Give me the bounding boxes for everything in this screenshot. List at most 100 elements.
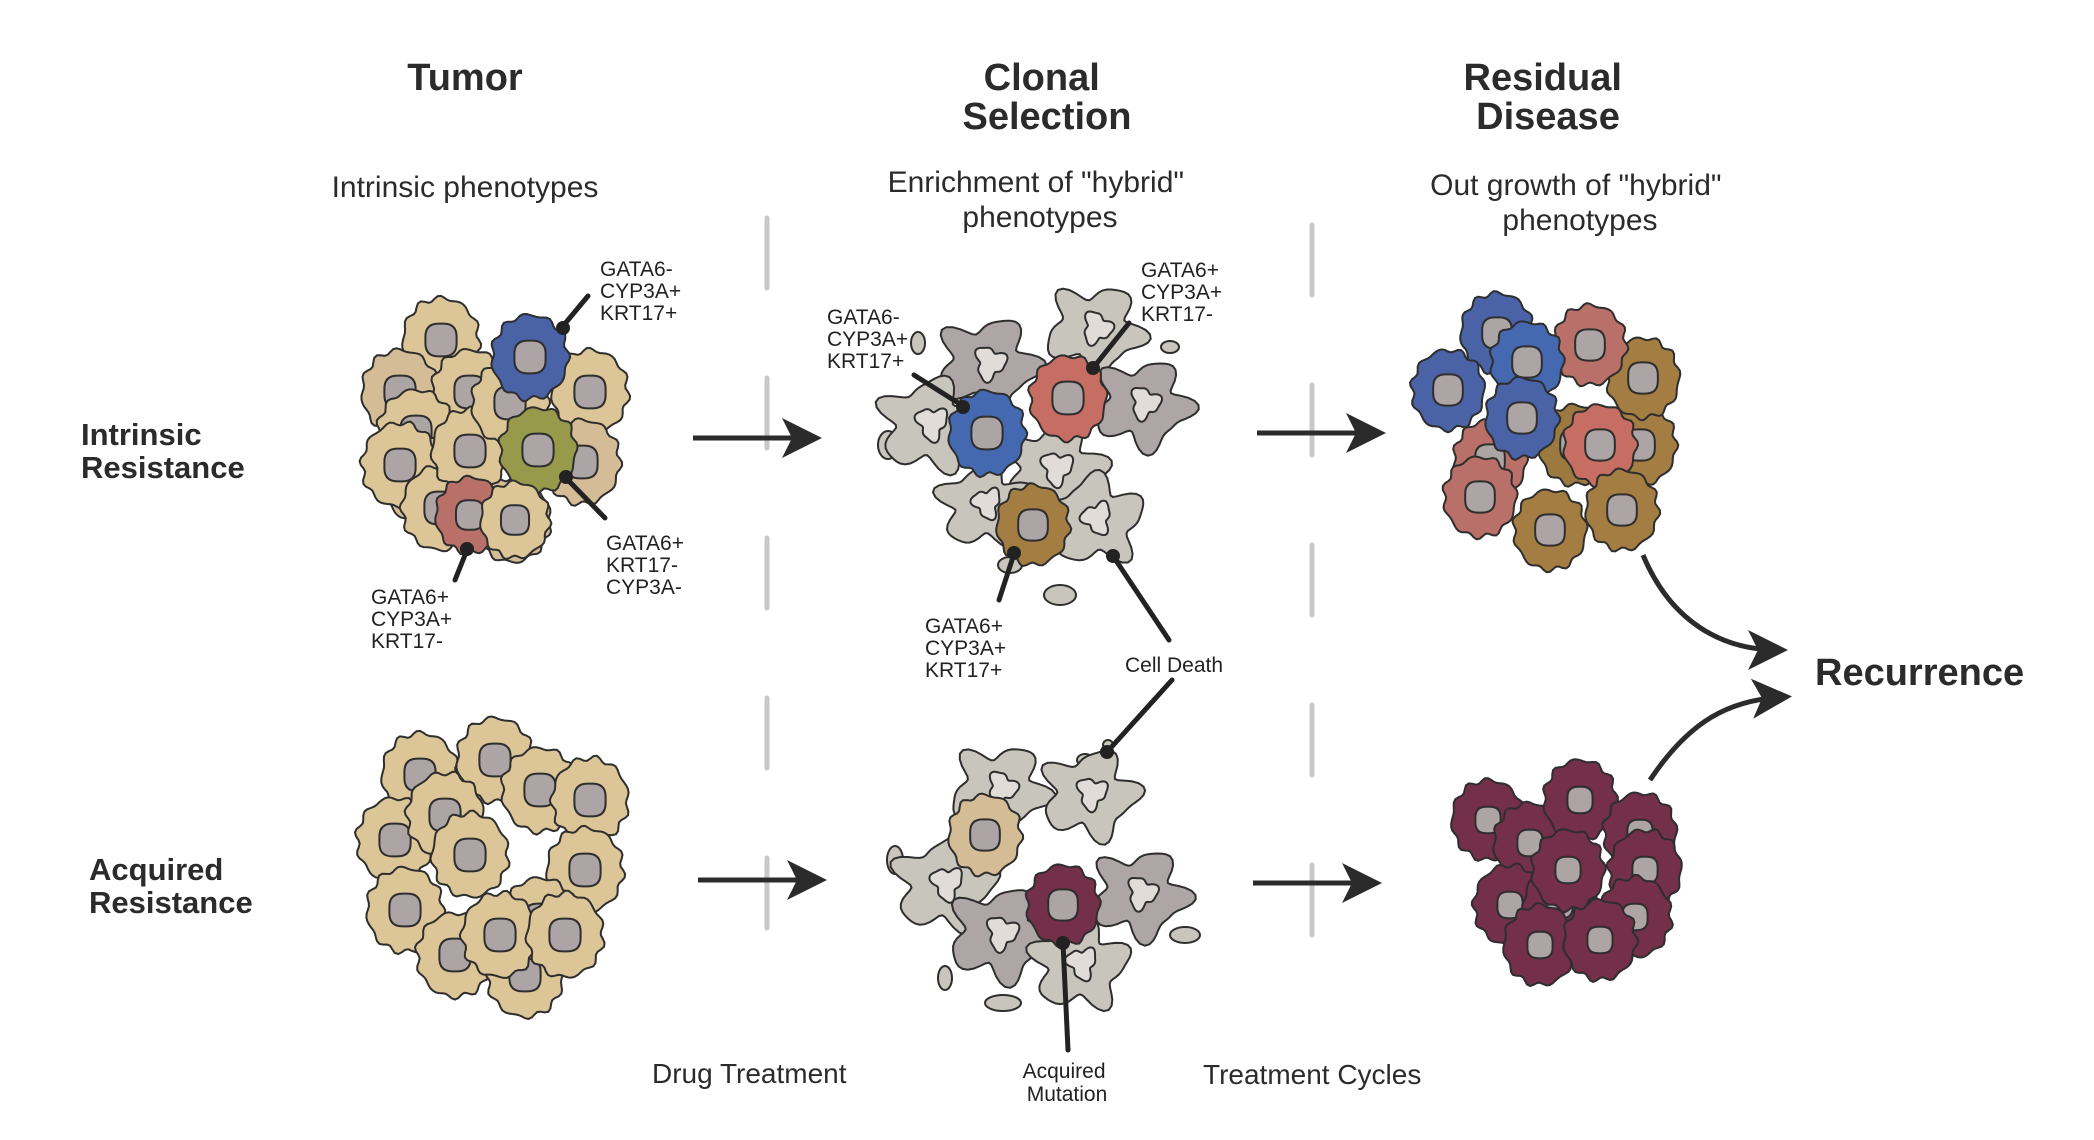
phenotype-label-tumor-red: GATA6+ CYP3A+ KRT17-	[371, 586, 458, 653]
recurrence-label: Recurrence	[1815, 652, 2024, 694]
column-title-clonal-selection: Clonal Selection	[963, 57, 1132, 138]
leader-clonal-blue	[911, 372, 966, 409]
dead-cell-remnant	[1083, 310, 1116, 347]
phenotype-label-tumor-olive: GATA6+ KRT17- CYP3A-	[606, 532, 690, 599]
treatment-cycles-label: Treatment Cycles	[1203, 1059, 1421, 1090]
dead-cell-remnant	[1127, 877, 1161, 913]
phenotype-label-clonal-blue: GATA6- CYP3A+ KRT17+	[827, 306, 914, 373]
tan-cell-nucleus	[573, 374, 607, 410]
maroon-cell-nucleus	[1496, 890, 1524, 920]
tan-cell-nucleus	[568, 852, 602, 888]
phenotype-label-tumor-blue: GATA6- CYP3A+ KRT17+	[600, 258, 687, 325]
dead-cell-remnant	[985, 916, 1021, 954]
dead-cell-remnant	[974, 346, 1009, 384]
coral-cell	[1562, 403, 1640, 488]
dead-cell-remnant	[913, 407, 949, 444]
leader-cell-death-upper	[1110, 553, 1172, 643]
coral-cell	[1027, 354, 1109, 444]
blue-cell-nucleus	[1506, 401, 1538, 435]
tan-cell-nucleus	[383, 447, 417, 483]
leader-cell-death-lower	[1104, 677, 1175, 755]
tan-cell	[429, 809, 511, 899]
coral-cell-nucleus	[1051, 380, 1085, 416]
tumor-cluster-intrinsic	[358, 294, 632, 564]
maroon-cell	[1562, 897, 1640, 983]
leader-clonal-gold	[996, 551, 1017, 603]
tan-cell-nucleus	[483, 917, 517, 953]
dead-cell	[1025, 915, 1133, 1013]
debris	[1169, 926, 1201, 944]
tan-cell-nucleus	[378, 822, 412, 858]
dead-cell-remnant	[928, 867, 963, 904]
debris	[937, 965, 953, 991]
maroon-cell	[1502, 902, 1580, 988]
tan-cell-nucleus	[969, 818, 1001, 852]
tan-cell-nucleus	[388, 892, 422, 928]
dead-cell	[1093, 852, 1197, 947]
dead-cell-remnant	[1039, 452, 1075, 490]
blue-cell	[1408, 348, 1487, 434]
cell-death-label: Cell Death	[1125, 654, 1223, 677]
debris	[910, 331, 926, 355]
maroon-cell	[1024, 863, 1102, 949]
gold-cell-nucleus	[1627, 361, 1659, 395]
dead-cell	[1047, 287, 1152, 382]
dead-cell-remnant	[1078, 499, 1111, 537]
row-label-intrinsic-resistance: Intrinsic Resistance	[81, 417, 245, 485]
dead-cell	[1040, 749, 1147, 846]
maroon-cell-nucleus	[1566, 785, 1594, 815]
leader-tumor-blue	[560, 293, 591, 329]
marker-dot-tumor-blue	[556, 321, 570, 335]
clonal-selection-cluster-acquired	[886, 739, 1201, 1013]
dead-cell	[939, 319, 1048, 419]
marker-dot-tumor-olive	[559, 470, 573, 484]
marker-dot-clonal-gold	[1007, 546, 1021, 560]
blue-cell	[1484, 375, 1562, 461]
debris	[1043, 584, 1077, 606]
column-title-residual-disease: Residual Disease	[1464, 57, 1633, 138]
debris	[1160, 340, 1180, 354]
tan-cell	[479, 479, 553, 561]
maroon-cell-nucleus	[1526, 930, 1554, 960]
tan-cell-nucleus	[573, 782, 607, 818]
phenotype-label-clonal-red: GATA6+ CYP3A+ KRT17-	[1141, 259, 1228, 326]
gold-cell	[995, 482, 1073, 568]
tan-cell	[458, 889, 540, 979]
phenotype-label-clonal-gold: GATA6+ CYP3A+ KRT17+	[925, 615, 1012, 682]
row-label-acquired-resistance: Acquired Resistance	[89, 852, 253, 920]
maroon-cell-nucleus	[1554, 855, 1582, 885]
tan-cell-nucleus	[424, 322, 458, 358]
blue-cell	[490, 312, 572, 403]
dead-cell	[1096, 362, 1200, 457]
maroon-cell-nucleus	[1047, 888, 1079, 922]
marker-dot-tumor-red	[460, 542, 474, 556]
column-subtitle-clonal-selection: Enrichment of "hybrid" phenotypes	[888, 166, 1193, 234]
marker-dot-cell-death-upper	[1106, 549, 1120, 563]
leader-tumor-olive	[563, 475, 608, 521]
blue-cell-nucleus	[1432, 373, 1464, 407]
maroon-cell-nucleus	[1586, 925, 1614, 955]
dead-cell-remnant	[969, 486, 1001, 522]
olive-cell	[497, 406, 579, 496]
red-cell	[1441, 455, 1519, 541]
debris	[984, 994, 1022, 1012]
tan-cell-nucleus	[478, 742, 512, 778]
tumor-cluster-acquired	[353, 715, 630, 1020]
olive-cell-nucleus	[521, 432, 555, 468]
arrow-residual-intrinsic-to-recurrence	[1640, 554, 1788, 670]
gold-cell	[1604, 336, 1682, 422]
gold-cell-nucleus	[1606, 493, 1638, 527]
blue-cell-nucleus	[513, 339, 547, 375]
tan-cell-nucleus	[523, 772, 557, 808]
tan-cell-nucleus	[499, 504, 531, 536]
column-title-tumor: Tumor	[407, 57, 523, 99]
acquired-mutation-label: Acquired Mutation	[1023, 1060, 1112, 1106]
tan-cell	[550, 346, 632, 437]
column-subtitle-tumor: Intrinsic phenotypes	[332, 171, 599, 204]
marker-dot-clonal-blue	[956, 400, 970, 414]
column-subtitle-residual-disease: Out growth of "hybrid" phenotypes	[1430, 169, 1730, 237]
marker-dot-cell-death-lower	[1100, 745, 1114, 759]
clonal-selection-cluster-intrinsic	[874, 287, 1200, 606]
coral-cell-nucleus	[1584, 428, 1616, 462]
